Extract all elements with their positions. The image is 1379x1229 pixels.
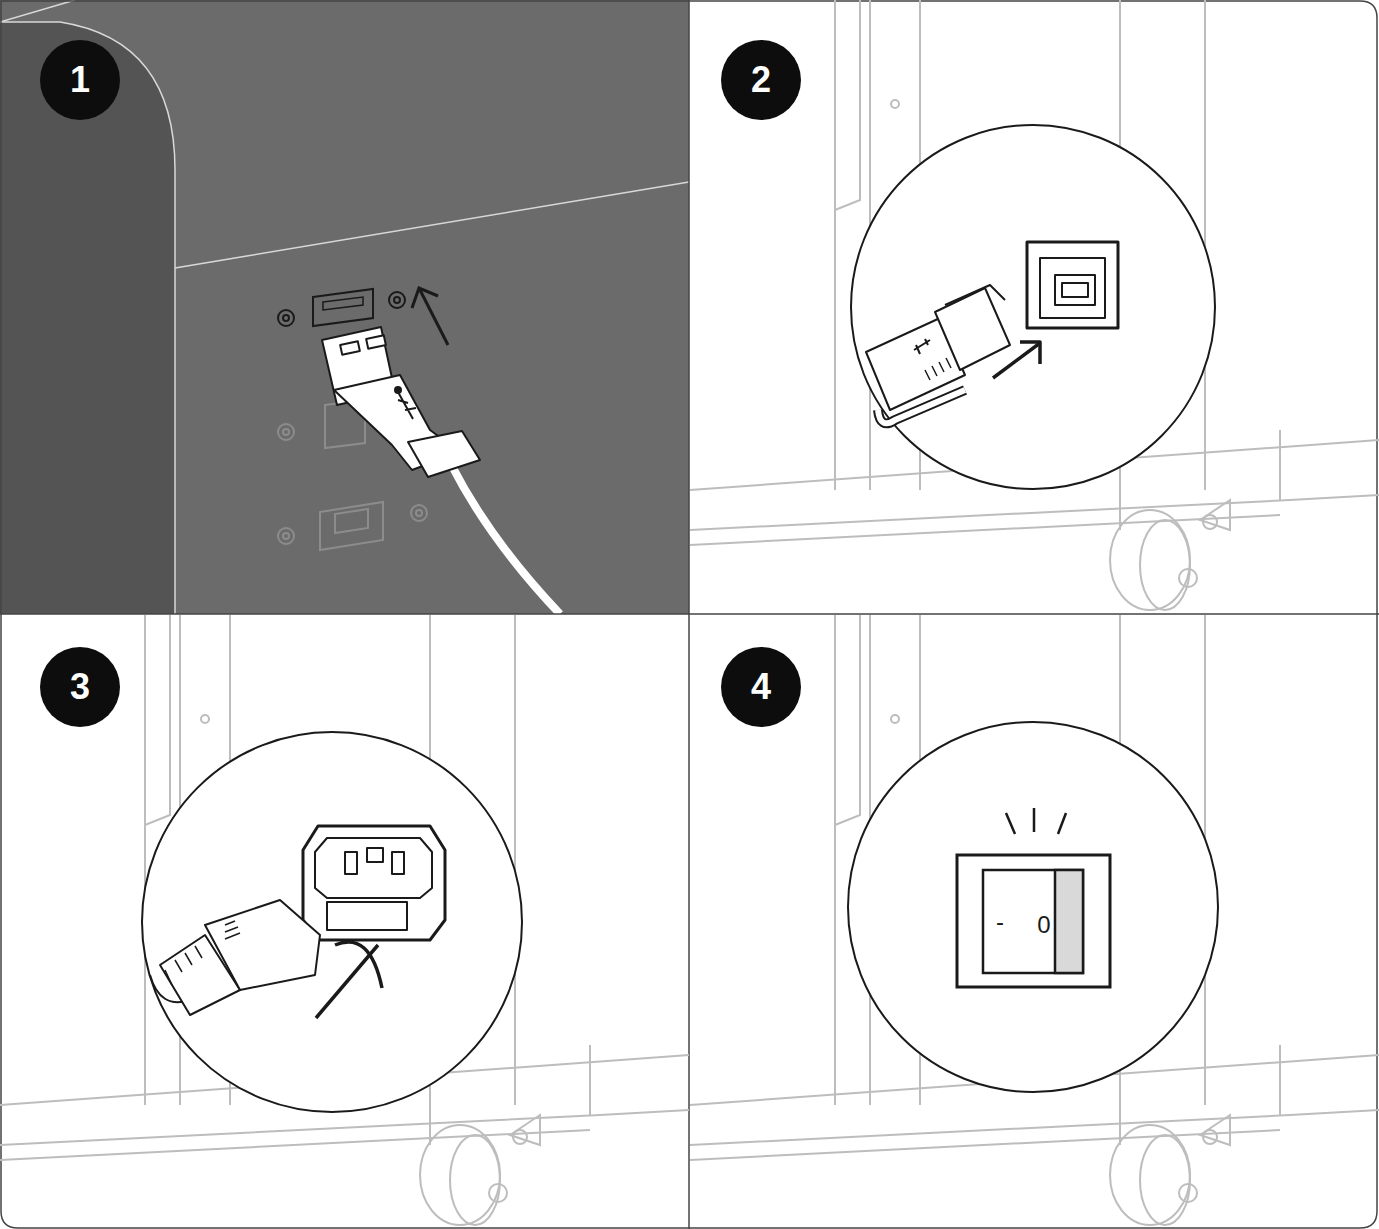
usb-a-plug xyxy=(395,387,401,393)
power-inlet-detail xyxy=(392,852,404,874)
panel-one xyxy=(0,0,75,22)
power-inlet-detail xyxy=(315,838,432,898)
switch-marking: - xyxy=(995,910,1005,934)
usb-b-detail xyxy=(1020,342,1040,364)
power-inlet-detail xyxy=(142,732,522,1112)
usb-b-detail xyxy=(851,125,1215,489)
callout-number: 3 xyxy=(40,647,120,727)
callout-number: 1 xyxy=(40,40,120,120)
power-switch-detail xyxy=(1055,870,1083,973)
cabinet-outline xyxy=(690,615,1379,1225)
callout-text: 2 xyxy=(751,62,771,98)
panel-one xyxy=(0,22,175,614)
panel-one xyxy=(60,0,689,22)
usb-b-detail xyxy=(935,288,1010,370)
callout-number: 4 xyxy=(721,647,801,727)
port-panel xyxy=(420,290,448,345)
faded-ports xyxy=(278,424,294,440)
power-switch-detail xyxy=(1006,808,1066,834)
port-panel xyxy=(389,292,405,308)
usb-a-plug xyxy=(452,466,560,614)
switch-marking: 0 xyxy=(1036,913,1051,937)
port-panel xyxy=(323,297,363,310)
power-inlet-detail xyxy=(205,900,320,990)
usb-b-detail xyxy=(914,339,930,354)
usb-b-detail xyxy=(1062,283,1088,297)
usb-b-detail xyxy=(945,285,1005,305)
panel-one xyxy=(0,0,689,614)
usb-b-detail xyxy=(1040,258,1105,318)
power-inlet-detail xyxy=(327,902,407,930)
callout-text: 3 xyxy=(70,669,90,705)
power-inlet-detail xyxy=(165,946,202,985)
faded-ports xyxy=(411,505,427,521)
usb-a-plug xyxy=(408,431,480,477)
port-panel xyxy=(313,289,373,326)
faded-ports xyxy=(335,509,368,533)
port-panel xyxy=(278,310,294,326)
panel-one xyxy=(175,182,689,268)
power-switch-detail xyxy=(957,855,1110,987)
panel-one xyxy=(130,0,689,70)
usb-b-detail xyxy=(1027,242,1118,328)
power-switch-detail xyxy=(983,870,1083,973)
power-switch-detail xyxy=(848,722,1218,1092)
usb-b-detail xyxy=(1055,275,1095,305)
callout-number: 2 xyxy=(721,40,801,120)
usb-b-detail xyxy=(851,125,1215,489)
panel-frames xyxy=(0,613,1379,615)
callout-text: 1 xyxy=(70,62,90,98)
port-panel xyxy=(412,288,438,308)
faded-ports xyxy=(283,533,289,539)
power-inlet-detail xyxy=(335,942,382,988)
panel-one xyxy=(0,22,175,614)
usb-a-plug xyxy=(366,335,386,349)
cabinet-outline xyxy=(690,0,1379,610)
power-inlet-detail xyxy=(367,848,383,862)
power-inlet-detail xyxy=(142,732,522,1112)
usb-a-plug xyxy=(322,327,560,614)
port-panel xyxy=(394,297,400,303)
faded-ports xyxy=(320,502,383,550)
usb-a-plug xyxy=(398,392,416,419)
usb-b-detail xyxy=(925,358,951,380)
faded-ports xyxy=(278,528,294,544)
faded-ports xyxy=(416,510,422,516)
power-switch-detail xyxy=(848,722,1218,1092)
power-inlet-detail xyxy=(225,921,240,939)
power-inlet-detail xyxy=(345,852,357,874)
panel-one xyxy=(0,0,689,614)
callout-text: 4 xyxy=(751,669,771,705)
power-inlet-detail xyxy=(303,826,445,940)
faded-ports xyxy=(283,429,289,435)
port-panel xyxy=(283,315,289,321)
cabinet-outline xyxy=(0,615,689,1225)
usb-a-plug xyxy=(340,341,360,355)
usb-b-detail xyxy=(993,343,1040,378)
